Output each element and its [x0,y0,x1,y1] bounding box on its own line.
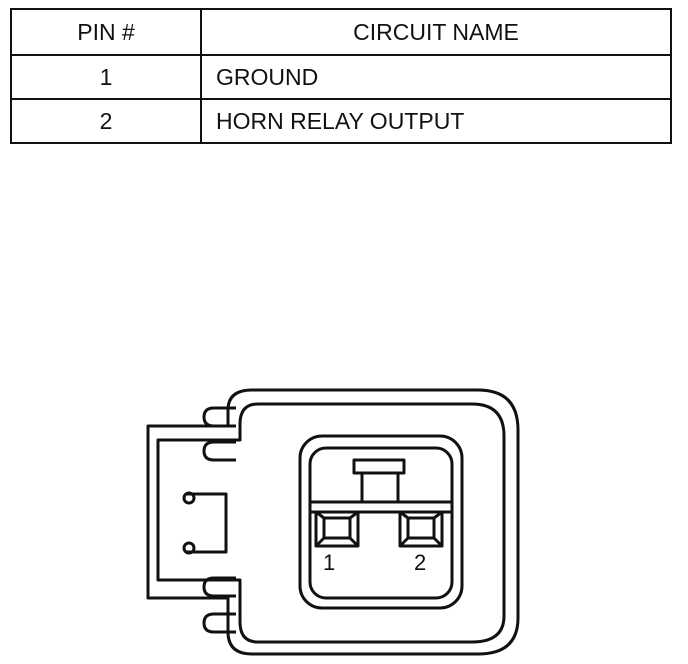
row-2-circuit: HORN RELAY OUTPUT [200,98,672,144]
polarity-key-cap [352,458,406,475]
pin-label-1: 1 [323,550,335,575]
terminal-divider [356,512,402,546]
header-circuit-name: CIRCUIT NAME [200,8,672,56]
lock-tab-bottom-2 [202,612,236,634]
latch-dot-top [182,491,196,505]
table-header-row: PIN # CIRCUIT NAME [10,8,672,56]
connector-drawing: 1 2 [146,388,520,656]
row-1-circuit: GROUND [200,54,672,100]
pin-label-2: 2 [414,550,426,575]
lock-tab-top [202,406,236,428]
row-2-pin: 2 [10,98,202,144]
side-latch [186,492,228,554]
lock-tab-bottom [202,576,236,598]
connector-inner-housing [156,402,506,644]
row-1-pin: 1 [10,54,202,100]
pin-cavity-inner [308,446,454,600]
pin-circuit-table: PIN # CIRCUIT NAME 1 GROUND 2 HORN RELAY… [10,8,672,144]
terminal-2-inner [406,516,436,540]
terminal-1-bevel [314,510,360,548]
pin-cavity-outer [298,434,464,610]
terminal-2-bevel [398,510,444,548]
terminal-shelf [310,500,454,514]
table-row: 2 HORN RELAY OUTPUT [10,98,672,144]
polarity-key [360,473,400,504]
latch-dot-bottom [182,541,196,555]
header-pin: PIN # [10,8,202,56]
terminal-1-inner [322,516,352,540]
table-row: 1 GROUND [10,54,672,100]
lock-tab-top-2 [202,440,236,462]
